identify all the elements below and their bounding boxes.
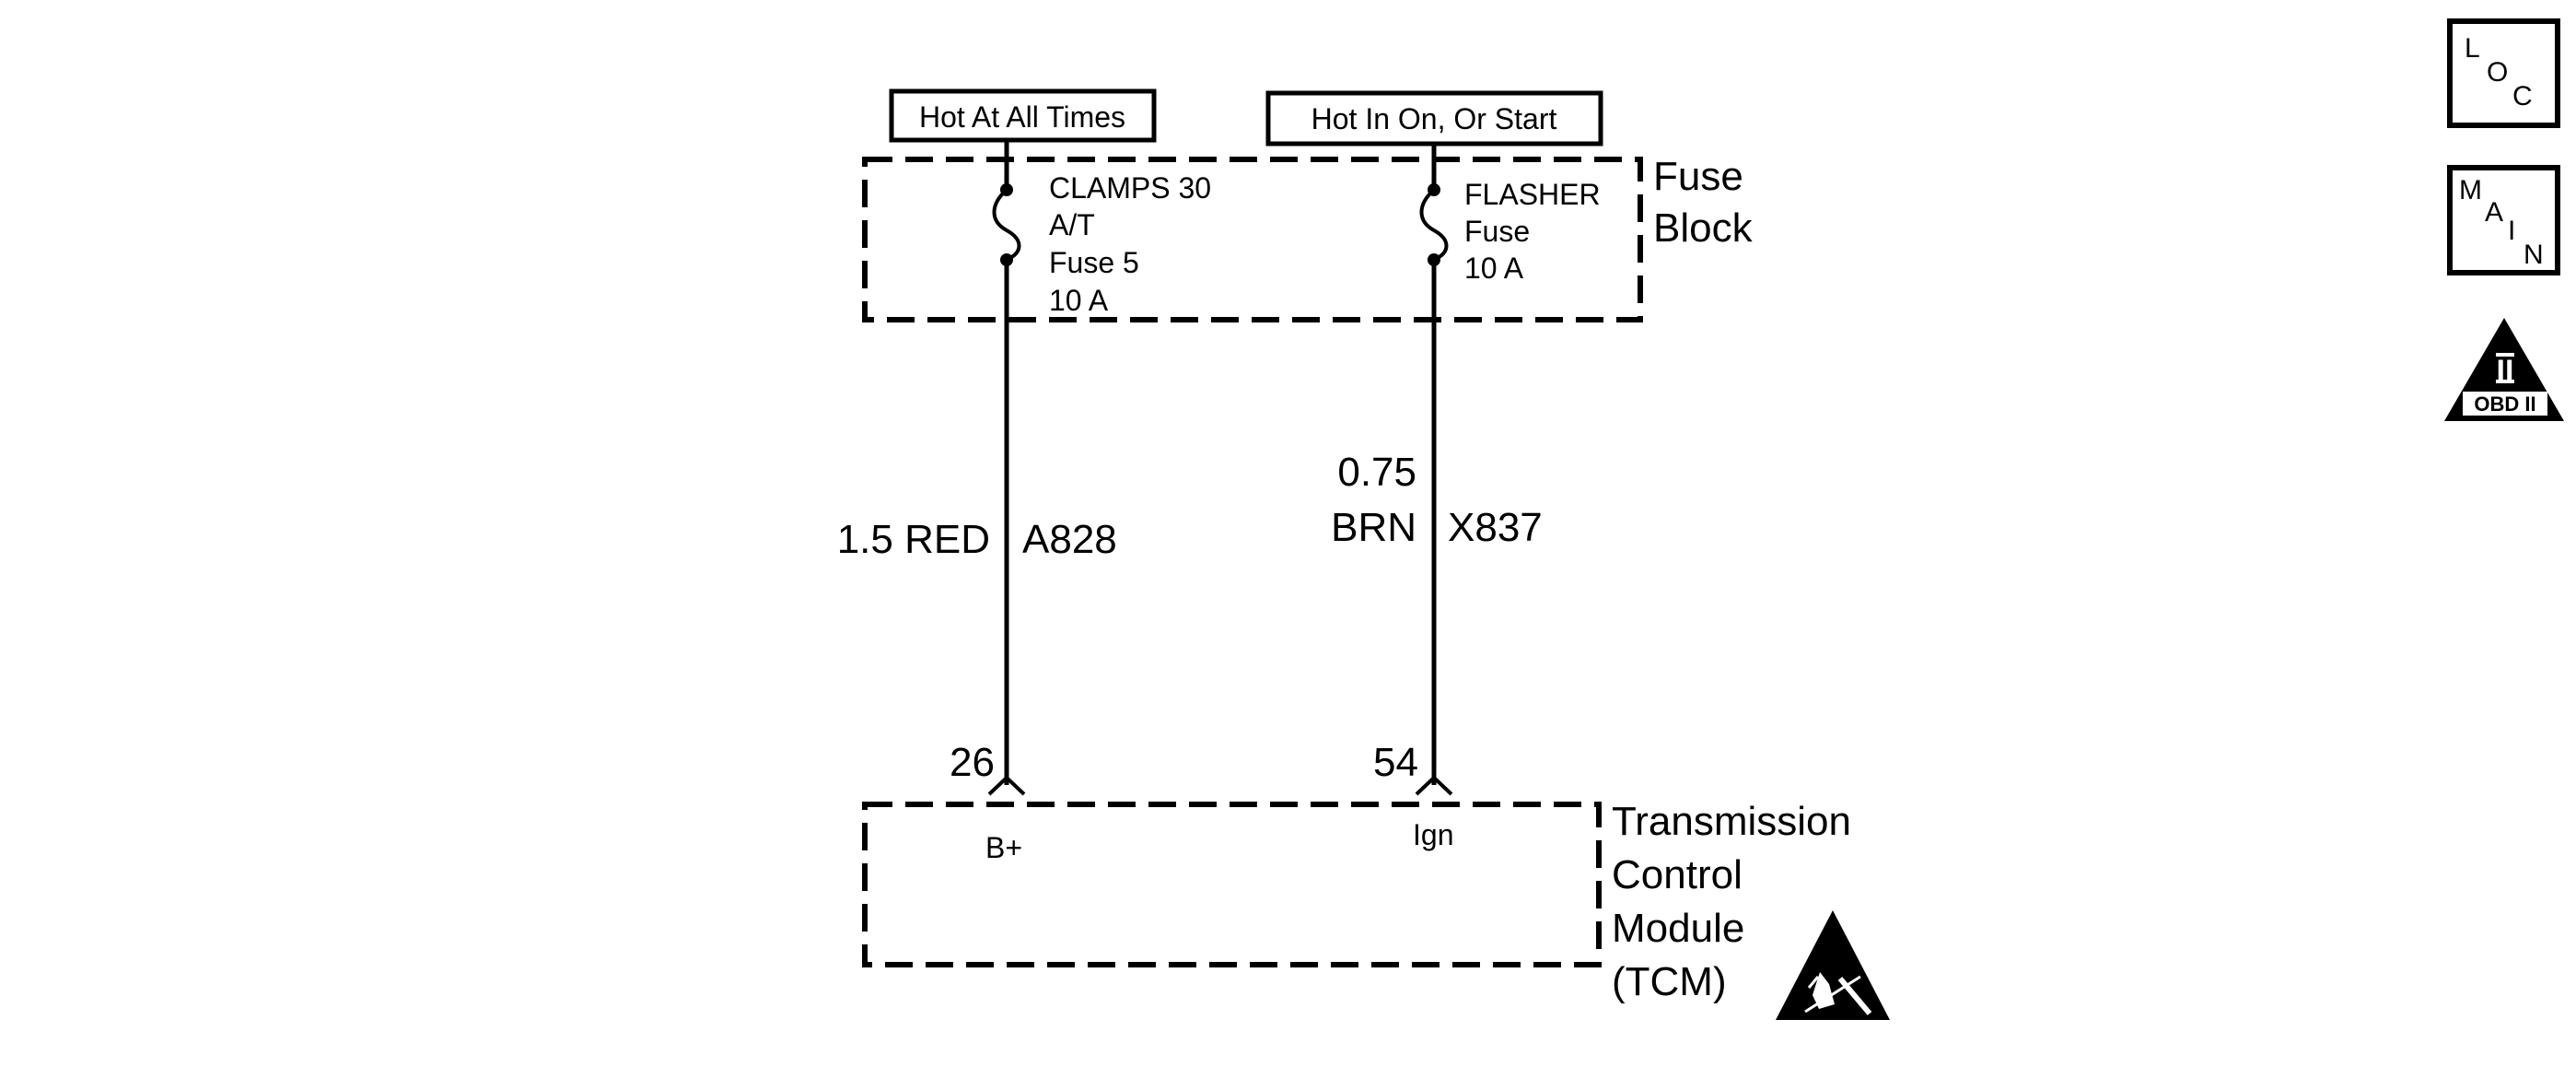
loc-letter-c: C [2512, 81, 2533, 111]
wire-left-circuit: A828 [1022, 517, 1117, 562]
main-letter-m: M [2459, 175, 2482, 205]
loc-letter-o: O [2487, 57, 2508, 88]
wire-right-circuit: X837 [1448, 505, 1543, 550]
tcm-label-line1: Transmission [1612, 799, 1851, 844]
wire-right-color: BRN [1331, 505, 1416, 550]
main-button[interactable]: M A I N [2447, 165, 2560, 275]
esd-warning-icon [1776, 910, 1890, 1020]
fuse-block-label-line2: Block [1653, 205, 1754, 251]
fuse-flasher [1419, 144, 1449, 266]
tcm-label-line4: (TCM) [1612, 959, 1727, 1004]
fuse-left-line1: CLAMPS 30 [1049, 171, 1211, 205]
loc-letter-l: L [2465, 33, 2480, 64]
fuse-left-line3: Fuse 5 [1049, 246, 1139, 279]
main-letter-a: A [2485, 197, 2503, 228]
terminal-26: 26 [950, 740, 995, 785]
tcm-label-line2: Control [1612, 852, 1743, 897]
terminal-54: 54 [1373, 740, 1418, 785]
fuse-left-line4: 10 A [1049, 284, 1109, 317]
wire-left-size-color: 1.5 RED [837, 517, 990, 562]
obd-ii-button[interactable]: II OBD II [2444, 318, 2564, 421]
hot-in-on-or-start-label: Hot In On, Or Start [1265, 90, 1603, 147]
fuse-right-line1: FLASHER [1464, 178, 1601, 211]
main-letter-i: I [2508, 216, 2515, 246]
fuse-right-line3: 10 A [1464, 252, 1524, 285]
pin-ign: Ign [1413, 818, 1453, 851]
tcm-outline [862, 802, 1602, 967]
wire-x837 [1415, 260, 1453, 796]
obd-numeral: II [2497, 354, 2514, 389]
obd-label: OBD II [2474, 393, 2535, 416]
hot-at-all-times-text: Hot At All Times [919, 100, 1125, 134]
fuse-block-outline [862, 157, 1643, 322]
wire-right-size: 0.75 [1337, 450, 1416, 495]
hot-at-all-times-label: Hot At All Times [889, 88, 1157, 143]
wire-a828 [987, 260, 1026, 796]
loc-button[interactable]: L O C [2447, 18, 2560, 128]
fuse-right-line2: Fuse [1464, 215, 1530, 248]
tcm-label-line3: Module [1612, 906, 1744, 951]
main-letter-n: N [2524, 240, 2544, 270]
pin-b-plus: B+ [985, 831, 1022, 864]
fuse-left-line2: A/T [1049, 208, 1095, 241]
hot-in-on-or-start-text: Hot In On, Or Start [1311, 102, 1557, 135]
fuse-block-label-line1: Fuse [1653, 154, 1743, 199]
